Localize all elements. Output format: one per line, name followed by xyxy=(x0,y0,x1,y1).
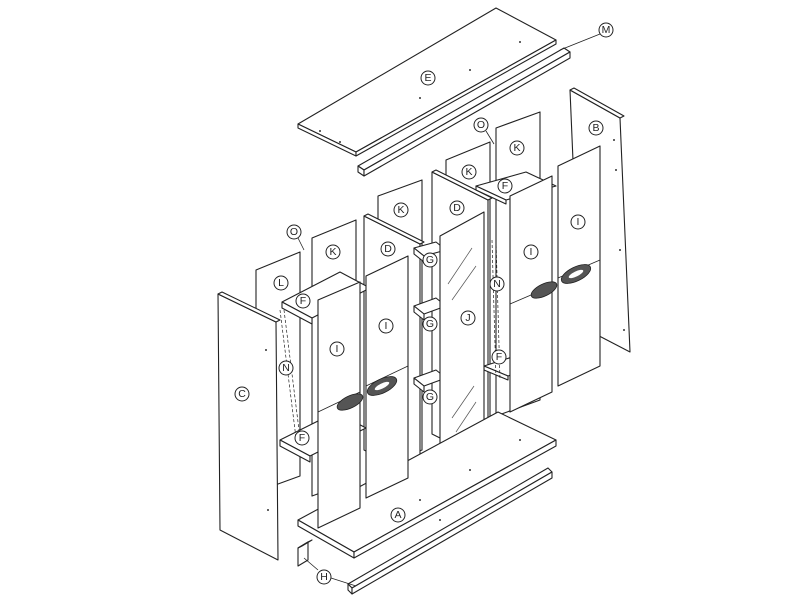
svg-text:I: I xyxy=(385,320,388,332)
label-b: B xyxy=(588,120,604,136)
label-o-1: O xyxy=(473,117,495,145)
svg-text:N: N xyxy=(282,362,290,374)
label-g-1: G xyxy=(422,252,438,268)
svg-text:H: H xyxy=(320,571,328,583)
label-d-2: D xyxy=(380,241,396,257)
svg-text:G: G xyxy=(426,318,434,330)
label-k-4: K xyxy=(325,244,341,260)
label-f-right-low: F xyxy=(491,349,507,365)
label-a: A xyxy=(390,507,406,523)
label-i-3: I xyxy=(523,244,539,260)
svg-text:J: J xyxy=(465,312,470,324)
svg-text:G: G xyxy=(426,254,434,266)
svg-text:N: N xyxy=(493,278,501,290)
bottom-panel-a xyxy=(297,411,557,559)
label-k-1: K xyxy=(509,140,525,156)
label-n-right: N xyxy=(489,276,505,292)
svg-text:E: E xyxy=(424,72,431,84)
svg-text:F: F xyxy=(300,295,306,307)
svg-text:I: I xyxy=(336,343,339,355)
svg-text:I: I xyxy=(577,216,580,228)
svg-text:F: F xyxy=(299,432,305,444)
plinth-rail-h-1 xyxy=(297,539,313,567)
label-m: M xyxy=(559,22,614,51)
svg-text:A: A xyxy=(394,509,401,521)
callouts: E M O O B K K xyxy=(234,22,614,587)
label-c: C xyxy=(234,386,250,402)
svg-text:L: L xyxy=(278,277,284,289)
rail-m xyxy=(357,47,571,177)
label-o-2: O xyxy=(286,224,305,251)
svg-text:D: D xyxy=(384,243,392,255)
label-g-3: G xyxy=(422,389,438,405)
side-panel-c xyxy=(217,291,281,561)
rail-n-left xyxy=(279,309,301,439)
label-i-1: I xyxy=(329,341,345,357)
svg-text:K: K xyxy=(465,166,472,178)
svg-text:B: B xyxy=(592,122,599,134)
label-h: H xyxy=(303,557,357,587)
svg-text:K: K xyxy=(513,142,520,154)
svg-text:F: F xyxy=(502,180,508,192)
svg-text:F: F xyxy=(496,351,502,363)
plinth-rail-h-2 xyxy=(347,467,553,595)
svg-text:C: C xyxy=(238,388,246,400)
svg-text:O: O xyxy=(290,226,298,238)
shelf-f-right-top xyxy=(475,171,557,205)
label-n-left: N xyxy=(278,360,294,376)
svg-text:G: G xyxy=(426,391,434,403)
label-j: J xyxy=(460,310,476,326)
label-f-right-top: F xyxy=(497,178,513,194)
mirror-door-j xyxy=(439,211,485,457)
label-i-4: I xyxy=(570,214,586,230)
label-g-2: G xyxy=(422,316,438,332)
label-l: L xyxy=(273,275,289,291)
label-f-left-top: F xyxy=(295,293,311,309)
label-e: E xyxy=(420,70,436,86)
ornament-right xyxy=(530,264,592,299)
svg-text:K: K xyxy=(329,246,336,258)
label-d-1: D xyxy=(449,200,465,216)
svg-text:D: D xyxy=(453,202,461,214)
svg-text:O: O xyxy=(477,119,485,131)
label-i-2: I xyxy=(378,318,394,334)
svg-text:I: I xyxy=(530,246,533,258)
label-k-3: K xyxy=(393,202,409,218)
label-k-2: K xyxy=(461,164,477,180)
svg-text:K: K xyxy=(397,204,404,216)
svg-text:M: M xyxy=(602,24,611,36)
ornament-left xyxy=(336,376,398,411)
label-f-left-low: F xyxy=(294,430,310,446)
